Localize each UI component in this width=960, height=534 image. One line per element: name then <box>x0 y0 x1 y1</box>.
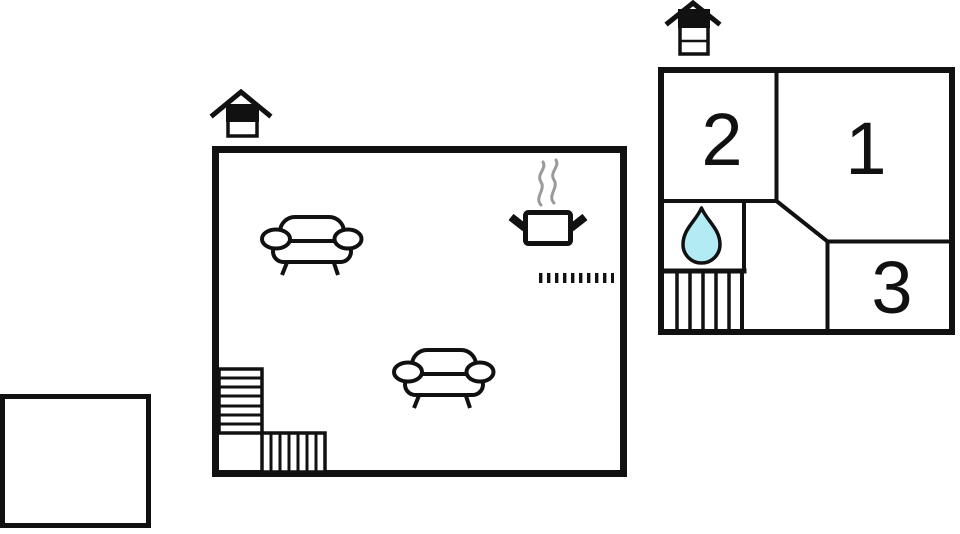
room-label-1: 1 <box>845 107 886 190</box>
cooking-pot-icon <box>508 158 588 246</box>
pot-handle-right <box>568 213 588 232</box>
chimney-icon <box>664 0 722 56</box>
stairs-treads <box>675 271 731 332</box>
pot-body <box>523 210 573 246</box>
pot-handle-left <box>508 213 528 232</box>
stairs-flight-vertical <box>217 367 264 435</box>
chimney-black-band <box>226 104 259 122</box>
water-drop-icon <box>681 206 722 265</box>
sofa-armrest <box>464 360 496 384</box>
sofa-icon <box>260 215 364 276</box>
sofa-seat <box>403 372 485 397</box>
ground-floor-plan <box>209 88 627 477</box>
stairs-icon <box>675 271 744 332</box>
sofa-armrest <box>260 227 292 251</box>
stairs-treads <box>269 433 318 472</box>
stairs-treads <box>219 376 262 426</box>
sofa-armrest <box>332 227 364 251</box>
chimney-black-band <box>678 9 710 28</box>
chimney-roof <box>664 0 722 27</box>
sofa-icon <box>392 348 496 409</box>
steam-icon <box>550 158 559 205</box>
sofa-armrest <box>392 360 424 384</box>
annex-outline <box>0 394 151 528</box>
wall-diagonal <box>773 198 831 245</box>
room-label-3: 3 <box>871 246 912 329</box>
chimney-roof <box>209 88 273 119</box>
steam-icon <box>537 160 546 207</box>
stairs-icon <box>217 367 327 474</box>
room-label-2: 2 <box>701 98 742 181</box>
upper-floor-plan: 1 2 3 <box>658 0 955 335</box>
chimney-icon <box>209 88 273 138</box>
sofa-seat <box>271 239 353 264</box>
ground-floor-outline <box>212 146 627 477</box>
